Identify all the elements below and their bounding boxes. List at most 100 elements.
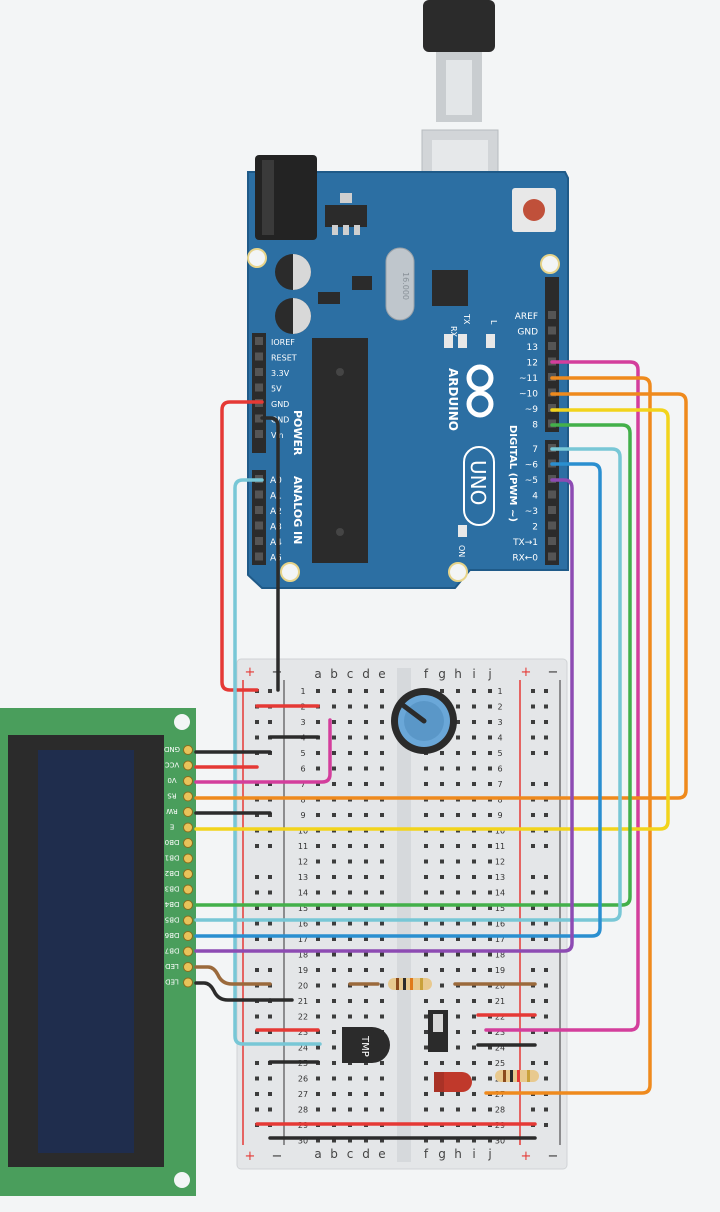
breadboard-hole[interactable] [440, 1138, 444, 1143]
breadboard-hole[interactable] [472, 1107, 476, 1112]
rail-hole[interactable] [531, 906, 535, 910]
breadboard-hole[interactable] [456, 1107, 460, 1112]
breadboard-hole[interactable] [488, 921, 492, 926]
rail-hole[interactable] [531, 751, 535, 755]
breadboard-hole[interactable] [488, 1061, 492, 1065]
rail-hole[interactable] [255, 1092, 259, 1096]
breadboard-hole[interactable] [332, 890, 336, 895]
analog-pin[interactable] [255, 490, 263, 499]
rail-hole[interactable] [255, 890, 259, 895]
rail-hole[interactable] [268, 906, 272, 910]
breadboard-hole[interactable] [348, 844, 352, 848]
breadboard-hole[interactable] [440, 999, 444, 1003]
breadboard-hole[interactable] [488, 704, 492, 709]
rail-hole[interactable] [531, 735, 535, 740]
breadboard-hole[interactable] [440, 875, 444, 879]
breadboard-hole[interactable] [456, 875, 460, 879]
breadboard-hole[interactable] [424, 937, 428, 941]
breadboard-hole[interactable] [472, 906, 476, 910]
breadboard-hole[interactable] [440, 906, 444, 910]
breadboard-hole[interactable] [332, 1030, 336, 1034]
breadboard-hole[interactable] [424, 1138, 428, 1143]
breadboard-hole[interactable] [456, 1045, 460, 1050]
breadboard-hole[interactable] [380, 1138, 384, 1143]
breadboard-hole[interactable] [472, 720, 476, 724]
rail-hole[interactable] [531, 921, 535, 926]
breadboard-hole[interactable] [472, 999, 476, 1003]
breadboard-hole[interactable] [424, 921, 428, 926]
breadboard-hole[interactable] [348, 704, 352, 709]
breadboard-hole[interactable] [316, 937, 320, 941]
breadboard-hole[interactable] [488, 844, 492, 848]
rail-hole[interactable] [255, 720, 259, 724]
breadboard-hole[interactable] [440, 844, 444, 848]
breadboard-hole[interactable] [332, 921, 336, 926]
breadboard-hole[interactable] [316, 906, 320, 910]
breadboard-hole[interactable] [488, 1076, 492, 1081]
digital-pin[interactable] [548, 552, 556, 561]
breadboard-hole[interactable] [348, 751, 352, 755]
rail-hole[interactable] [255, 875, 259, 879]
breadboard-hole[interactable] [332, 751, 336, 755]
breadboard-hole[interactable] [316, 1107, 320, 1112]
rail-hole[interactable] [531, 813, 535, 817]
breadboard-hole[interactable] [424, 766, 428, 771]
digital-pin[interactable] [548, 342, 556, 350]
breadboard-hole[interactable] [456, 735, 460, 740]
breadboard-hole[interactable] [456, 782, 460, 786]
breadboard-hole[interactable] [380, 704, 384, 709]
breadboard-hole[interactable] [364, 921, 368, 926]
breadboard-hole[interactable] [488, 906, 492, 910]
breadboard-hole[interactable] [364, 952, 368, 957]
lcd-pin[interactable] [183, 915, 193, 926]
power-pin[interactable] [255, 352, 263, 361]
breadboard-hole[interactable] [488, 1138, 492, 1143]
breadboard-hole[interactable] [456, 1061, 460, 1065]
breadboard-hole[interactable] [456, 952, 460, 957]
rail-hole[interactable] [531, 968, 535, 972]
rail-hole[interactable] [544, 1107, 548, 1112]
rail-hole[interactable] [255, 1076, 259, 1081]
breadboard-hole[interactable] [488, 751, 492, 755]
breadboard-hole[interactable] [348, 1092, 352, 1096]
breadboard-hole[interactable] [440, 751, 444, 755]
rail-hole[interactable] [544, 1076, 548, 1081]
breadboard-hole[interactable] [440, 782, 444, 786]
power-pin[interactable] [255, 430, 263, 438]
breadboard-hole[interactable] [348, 720, 352, 724]
rail-hole[interactable] [531, 720, 535, 724]
breadboard-hole[interactable] [380, 813, 384, 817]
breadboard-hole[interactable] [424, 1030, 428, 1034]
breadboard-hole[interactable] [380, 999, 384, 1003]
lcd-pin[interactable] [183, 807, 193, 817]
breadboard-hole[interactable] [380, 1107, 384, 1112]
breadboard-hole[interactable] [332, 983, 336, 988]
breadboard-hole[interactable] [316, 1030, 320, 1034]
breadboard-hole[interactable] [316, 813, 320, 817]
breadboard-hole[interactable] [316, 1138, 320, 1143]
breadboard-hole[interactable] [364, 1092, 368, 1096]
breadboard-hole[interactable] [424, 906, 428, 910]
breadboard-hole[interactable] [316, 1045, 320, 1050]
breadboard-hole[interactable] [364, 735, 368, 740]
breadboard-hole[interactable] [488, 890, 492, 895]
rail-hole[interactable] [544, 983, 548, 988]
rail-hole[interactable] [255, 921, 259, 926]
rail-hole[interactable] [255, 1014, 259, 1019]
lcd-pin[interactable] [183, 931, 193, 941]
breadboard-hole[interactable] [332, 1045, 336, 1050]
breadboard-hole[interactable] [456, 859, 460, 864]
breadboard-hole[interactable] [472, 1076, 476, 1081]
breadboard-hole[interactable] [348, 906, 352, 910]
rail-hole[interactable] [531, 782, 535, 786]
breadboard-hole[interactable] [424, 859, 428, 864]
breadboard-hole[interactable] [364, 875, 368, 879]
breadboard-hole[interactable] [488, 859, 492, 864]
breadboard-hole[interactable] [472, 952, 476, 957]
rail-hole[interactable] [255, 782, 259, 786]
breadboard-hole[interactable] [472, 735, 476, 740]
breadboard-hole[interactable] [488, 1045, 492, 1050]
breadboard-hole[interactable] [380, 782, 384, 786]
rail-hole[interactable] [531, 844, 535, 848]
breadboard-hole[interactable] [380, 952, 384, 957]
